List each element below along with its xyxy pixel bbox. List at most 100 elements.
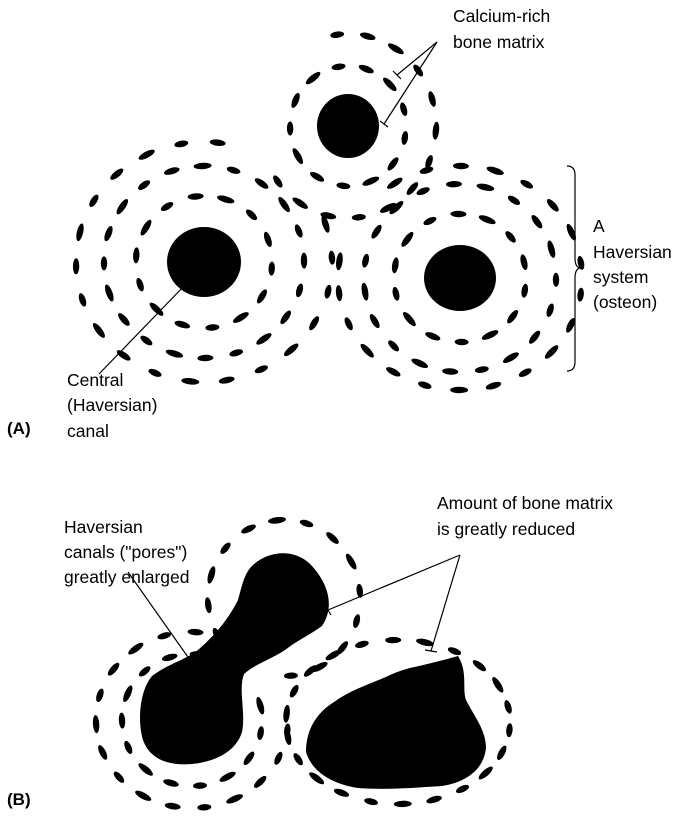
lamella-dash bbox=[577, 287, 585, 302]
lamella-dash bbox=[453, 163, 469, 170]
lamella-dash bbox=[361, 253, 370, 268]
lamella-dash bbox=[520, 283, 528, 298]
lamella-dash bbox=[161, 652, 178, 662]
lamella-dash bbox=[181, 377, 200, 385]
lamella-dash bbox=[292, 752, 305, 767]
lamella-dash bbox=[386, 156, 401, 173]
lamella-dash bbox=[290, 92, 302, 109]
lamella-dash bbox=[352, 214, 366, 221]
lamella-dash bbox=[519, 254, 529, 271]
lamella-dash bbox=[527, 329, 542, 345]
lamella-dash bbox=[333, 787, 350, 799]
lamella-dash bbox=[386, 176, 405, 191]
lamella-dash bbox=[187, 628, 203, 635]
lamella-dash bbox=[137, 664, 152, 678]
lamella-dash bbox=[255, 696, 266, 715]
lamella-dash bbox=[576, 255, 585, 270]
lamella-dash bbox=[147, 367, 162, 378]
lamella-dash bbox=[204, 597, 213, 614]
lamella-dash bbox=[486, 165, 505, 177]
lamella-dash bbox=[455, 339, 469, 346]
lamella-dash bbox=[174, 139, 189, 148]
lamella-dash bbox=[476, 182, 495, 192]
lamella-dash bbox=[134, 789, 153, 803]
lamella-dash bbox=[157, 631, 172, 641]
lamella-dash bbox=[137, 148, 156, 162]
lamella-dash bbox=[506, 194, 521, 207]
lamella-dash bbox=[163, 166, 180, 177]
lamella-dash bbox=[254, 364, 269, 375]
lamella-dash bbox=[268, 261, 275, 275]
lamella-dash bbox=[344, 552, 359, 571]
lamella-dash bbox=[219, 541, 233, 556]
central-canal-left bbox=[167, 227, 241, 297]
lamella-dash bbox=[139, 334, 154, 347]
lamella-dash bbox=[359, 342, 376, 359]
lamella-dash bbox=[401, 310, 418, 328]
lamella-dash bbox=[106, 661, 121, 677]
lamella-dash bbox=[399, 230, 415, 248]
label-system-line1: A bbox=[593, 216, 605, 236]
label-system-line2: Haversian bbox=[593, 242, 672, 262]
lamella-dash bbox=[92, 715, 100, 733]
lamella-dash bbox=[385, 637, 401, 644]
lamella-dash bbox=[91, 321, 107, 339]
lamella-dash bbox=[271, 174, 284, 189]
lamella-dash bbox=[193, 782, 207, 789]
lamella-dash bbox=[218, 375, 235, 384]
lamella-dash bbox=[139, 218, 154, 237]
lamella-dash bbox=[103, 225, 115, 242]
lamella-dash bbox=[253, 176, 270, 190]
lamella-dash bbox=[278, 309, 292, 326]
lamella-dash bbox=[282, 342, 300, 358]
lamella-dash bbox=[135, 277, 146, 292]
lamella-dash bbox=[565, 223, 578, 242]
label-system-line3: system bbox=[593, 267, 648, 287]
lamella-dash bbox=[137, 761, 155, 777]
lamella-dash bbox=[127, 641, 145, 657]
lamella-dash bbox=[293, 223, 304, 238]
lamella-dash bbox=[485, 380, 502, 391]
lamella-dash bbox=[381, 76, 398, 93]
reduced-leader-2 bbox=[431, 555, 460, 651]
lamella-dash bbox=[391, 257, 400, 274]
lamella-dash bbox=[450, 211, 466, 218]
lamella-dash bbox=[490, 676, 505, 695]
label-canal-line1: Central bbox=[67, 370, 123, 390]
lamella-dash bbox=[336, 182, 351, 190]
lamella-dash bbox=[455, 783, 470, 795]
lamella-dash bbox=[187, 193, 203, 200]
lamella-dash bbox=[256, 726, 265, 741]
label-reduced-line1: Amount of bone matrix bbox=[437, 493, 613, 513]
lamella-dash bbox=[262, 231, 273, 248]
lamella-dash bbox=[324, 648, 343, 663]
lamella-dash bbox=[242, 750, 257, 767]
lamella-dash bbox=[364, 797, 379, 806]
panel-a: Calcium-rich bone matrix A Haversian sys… bbox=[7, 6, 672, 441]
lamella-dash bbox=[328, 250, 336, 265]
lamella-dash bbox=[502, 350, 521, 365]
lamella-dash bbox=[424, 330, 441, 342]
central-canal-right bbox=[424, 245, 496, 311]
lamella-dash bbox=[75, 223, 85, 242]
label-canal-line2: (Haversian) bbox=[67, 395, 157, 415]
lamella-dash bbox=[477, 765, 495, 782]
lamella-dash bbox=[415, 637, 434, 647]
lamella-dash bbox=[95, 688, 106, 703]
lamella-dash bbox=[546, 240, 557, 259]
central-canal-top bbox=[317, 94, 379, 158]
lamella-dash bbox=[284, 672, 298, 679]
osteon-brace bbox=[567, 166, 580, 371]
lamella-dash bbox=[116, 311, 131, 327]
lamella-dash bbox=[309, 170, 326, 184]
lamella-dash bbox=[358, 63, 375, 75]
label-canals-line3: greatly enlarged bbox=[64, 567, 190, 587]
lamella-dash bbox=[121, 684, 134, 703]
label-matrix-line2: bone matrix bbox=[453, 32, 545, 52]
lamella-dash bbox=[197, 354, 213, 361]
lamella-dash bbox=[335, 252, 344, 271]
lamella-dash bbox=[232, 310, 251, 325]
lamella-dash bbox=[471, 658, 488, 673]
lamella-dash bbox=[503, 699, 513, 714]
